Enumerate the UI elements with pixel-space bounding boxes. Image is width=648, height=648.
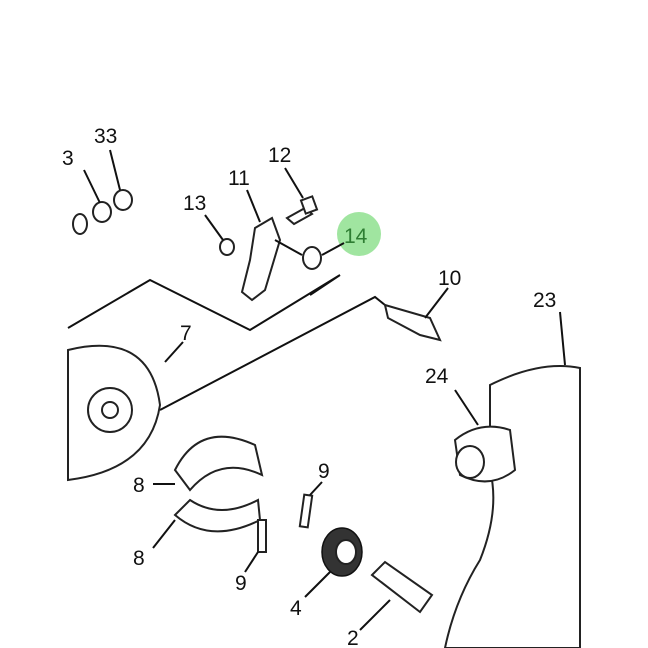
label-part-11: 11 xyxy=(228,167,250,190)
brake-shoes-8 xyxy=(173,435,264,533)
washer-14 xyxy=(302,246,322,270)
label-part-8-bottom: 8 xyxy=(133,547,145,570)
label-part-4: 4 xyxy=(290,597,302,620)
label-part-24: 24 xyxy=(425,365,449,388)
label-part-33: 33 xyxy=(94,125,117,148)
assembly-outline-upper xyxy=(67,274,341,332)
collar-2 xyxy=(370,560,434,614)
lever-11 xyxy=(240,216,282,302)
label-part-7: 7 xyxy=(180,322,192,345)
spring-9-left xyxy=(257,519,267,553)
label-part-33-cut: 3 xyxy=(62,147,74,170)
nut-13 xyxy=(219,238,235,256)
label-part-8-top: 8 xyxy=(133,474,145,497)
cam-shaft-10 xyxy=(383,303,442,342)
label-part-23: 23 xyxy=(533,289,556,312)
label-part-9-left: 9 xyxy=(235,572,247,595)
label-part-9-right: 9 xyxy=(318,460,330,483)
washer-nut-group xyxy=(72,189,133,235)
assembly-outline-lower xyxy=(159,295,386,411)
swingarm-23 xyxy=(443,365,581,648)
bearing-4 xyxy=(321,527,363,577)
label-part-12: 12 xyxy=(268,144,291,167)
label-part-13: 13 xyxy=(183,192,206,215)
spring-9-right xyxy=(298,493,314,529)
part-14-highlight xyxy=(337,212,381,256)
brake-plate-7 xyxy=(67,344,162,482)
label-part-14[interactable]: 14 xyxy=(344,225,368,248)
label-part-2: 2 xyxy=(347,627,359,648)
label-part-10: 10 xyxy=(438,267,461,290)
